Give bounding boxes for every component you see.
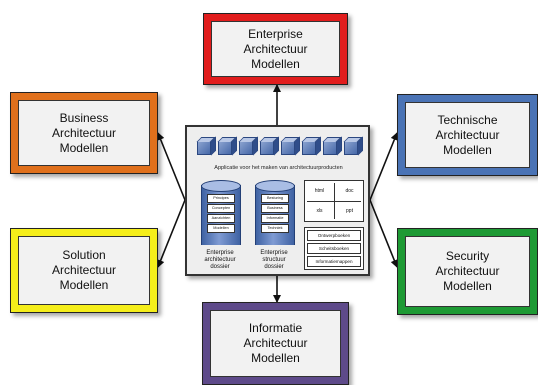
enterprise-architecture-dossier-caption: Enterprise architectuur dossier xyxy=(204,250,236,270)
cube-icon xyxy=(239,141,253,155)
repo-item: Principes xyxy=(207,194,235,203)
cube-icon xyxy=(302,141,316,155)
arrow-to-security xyxy=(369,199,399,268)
repo-item: Aanzichten xyxy=(207,214,235,223)
cube-icon xyxy=(218,141,232,155)
enterprise-box-line-3: Modellen xyxy=(251,56,300,71)
solution-box-line-3: Modellen xyxy=(59,278,109,292)
output-formats-grid: html doc xls ppt xyxy=(304,180,364,222)
security-box-line-2: Architectuur xyxy=(435,264,500,278)
document-item: Scheitsboeken xyxy=(307,243,361,254)
arrow-to-solution xyxy=(156,199,186,268)
cube-icon xyxy=(260,141,274,155)
security-architecture-models-box: Security Architectuur Modellen xyxy=(397,228,538,315)
repo-item: Besturing xyxy=(261,194,289,203)
repo-item: Techniek xyxy=(261,224,289,233)
arrow-to-technische xyxy=(369,132,399,201)
informatie-box-line-2: Architectuur xyxy=(243,336,308,350)
informatie-box-line-1: Informatie xyxy=(248,321,303,335)
technische-box-line-2: Architectuur xyxy=(435,127,500,142)
business-architecture-models-box: Business Architectuur Modellen xyxy=(10,92,158,174)
solution-box-line-1: Solution xyxy=(62,248,106,262)
enterprise-structure-dossier-caption: Enterprise structuur dossier xyxy=(260,250,288,270)
arrow-to-business xyxy=(156,132,186,201)
architecture-application-panel: Applicatie voor het maken van architectu… xyxy=(185,125,370,276)
document-item: Ontwerpboeken xyxy=(307,230,361,241)
solution-architecture-models-box: Solution Architectuur Modellen xyxy=(10,228,158,313)
business-box-line-3: Modellen xyxy=(59,140,109,155)
cube-icon xyxy=(344,141,358,155)
business-box-line-1: Business xyxy=(59,110,109,125)
document-outputs-list: Ontwerpboeken Scheitsboeken Informatiema… xyxy=(304,227,364,270)
cube-icon xyxy=(323,141,337,155)
security-box-line-1: Security xyxy=(445,249,490,263)
enterprise-box-line-1: Enterprise xyxy=(248,26,303,41)
application-caption: Applicatie voor het maken van architectu… xyxy=(214,165,343,171)
format-ppt: ppt xyxy=(346,208,353,214)
technische-box-line-1: Technische xyxy=(437,112,498,127)
solution-box-line-2: Architectuur xyxy=(51,263,117,277)
cube-icon xyxy=(197,141,211,155)
enterprise-architecture-models-box: Enterprise Architectuur Modellen xyxy=(203,13,348,85)
technische-architecture-models-box: Technische Architectuur Modellen xyxy=(397,94,538,176)
document-item: Informatiemappen xyxy=(307,256,361,267)
format-xls: xls xyxy=(316,208,323,214)
enterprise-box-line-2: Architectuur xyxy=(243,41,308,56)
business-box-line-2: Architectuur xyxy=(51,125,117,140)
format-doc: doc xyxy=(345,188,354,194)
repo-item: Modellen xyxy=(207,224,235,233)
informatie-architecture-models-box: Informatie Architectuur Modellen xyxy=(202,302,349,385)
enterprise-architecture-repository-icon: Principes Concepten Aanzichten Modellen xyxy=(201,180,241,250)
technische-box-line-3: Modellen xyxy=(443,142,492,157)
repo-item: Informatie xyxy=(261,214,289,223)
cube-icon xyxy=(281,141,295,155)
format-html: html xyxy=(314,188,325,194)
repo-item: Concepten xyxy=(207,204,235,213)
informatie-box-line-3: Modellen xyxy=(251,351,300,365)
security-box-line-3: Modellen xyxy=(443,279,492,293)
enterprise-structure-repository-icon: Besturing Business Informatie Techniek xyxy=(255,180,295,250)
repo-item: Business xyxy=(261,204,289,213)
